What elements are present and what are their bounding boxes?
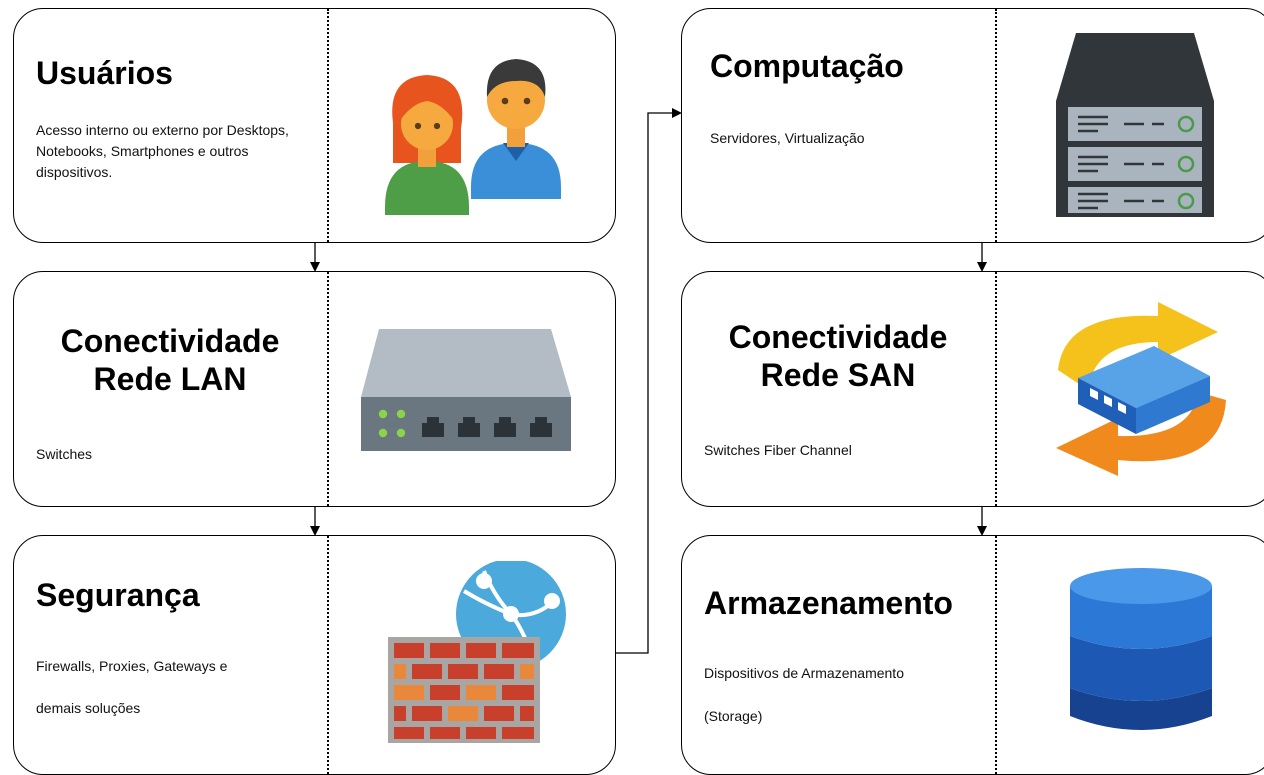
block-description: (Storage) bbox=[704, 708, 763, 724]
users-icon bbox=[385, 59, 561, 215]
block-title: Conectividade Rede LAN bbox=[60, 323, 280, 398]
dotted-divider bbox=[327, 272, 329, 506]
block-description: Switches Fiber Channel bbox=[704, 442, 852, 458]
firewall-icon bbox=[388, 561, 566, 743]
block-usuarios: Usuários Acesso interno ou externo por D… bbox=[13, 8, 616, 243]
block-description: Servidores, Virtualização bbox=[710, 130, 865, 146]
block-description: Dispositivos de Armazenamento bbox=[704, 665, 904, 681]
block-description: Firewalls, Proxies, Gateways e bbox=[36, 658, 228, 674]
block-seguranca: Segurança Firewalls, Proxies, Gateways e… bbox=[13, 535, 616, 775]
block-rede-san: Conectividade Rede SAN Switches Fiber Ch… bbox=[681, 271, 1264, 507]
block-description: Switches bbox=[36, 446, 93, 462]
dotted-divider bbox=[327, 9, 329, 242]
san-switch-icon bbox=[1056, 302, 1226, 476]
block-description: Acesso interno ou externo por Desktops, … bbox=[36, 122, 289, 180]
dotted-divider bbox=[327, 536, 329, 774]
block-title: Conectividade Rede SAN bbox=[728, 319, 948, 394]
block-title: Usuários bbox=[36, 55, 173, 91]
network-switch-icon bbox=[361, 329, 571, 451]
dotted-divider bbox=[995, 272, 997, 506]
block-title: Segurança bbox=[36, 577, 200, 613]
block-title: Computação bbox=[710, 48, 904, 84]
block-computacao: Computação Servidores, Virtualização bbox=[681, 8, 1264, 243]
database-icon bbox=[1070, 568, 1212, 730]
server-rack-icon bbox=[1056, 33, 1214, 217]
arrow-seguranca-to-computacao bbox=[616, 108, 682, 654]
block-armazenamento: Armazenamento Dispositivos de Armazename… bbox=[681, 535, 1264, 775]
dotted-divider bbox=[995, 9, 997, 242]
block-title: Armazenamento bbox=[704, 585, 953, 621]
dotted-divider bbox=[995, 536, 997, 774]
block-rede-lan: Conectividade Rede LAN Switches bbox=[13, 271, 616, 507]
block-description: demais soluções bbox=[36, 700, 141, 716]
